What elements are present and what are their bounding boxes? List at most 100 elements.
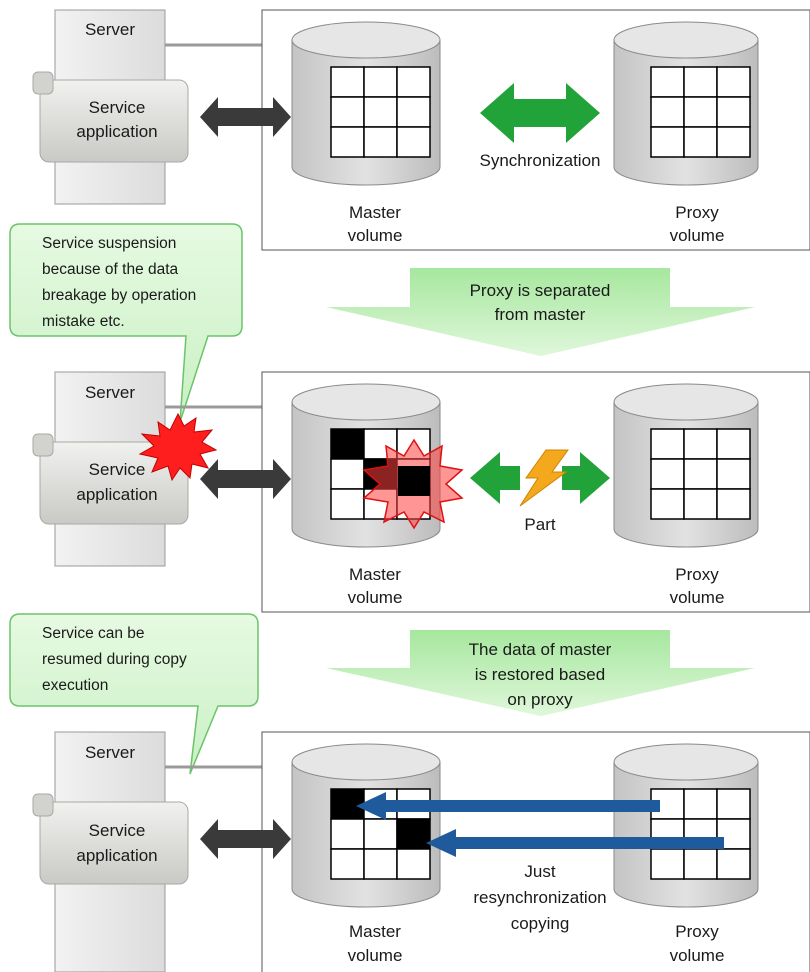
callout-1: Service suspension because of the data b…	[9, 223, 243, 423]
service-application-box: Service application	[32, 71, 189, 163]
panel-1: Server Service application Synchronizati…	[32, 9, 810, 251]
grid-cell	[716, 458, 751, 490]
grid-cell	[683, 848, 718, 880]
grid-cell	[650, 428, 685, 460]
grid-cell	[650, 66, 685, 98]
panel-3: Server Service application Just resynchr…	[32, 731, 810, 972]
step-arrow-2: The data of master is restored based on …	[326, 630, 755, 716]
copy-arrow-bottom	[426, 829, 724, 857]
panel-2: Server Service application Part Master v…	[32, 371, 810, 613]
server-label: Server	[85, 383, 135, 402]
master-volume-label-line-2: volume	[348, 946, 403, 965]
grid-cell	[716, 126, 751, 158]
grid-cell-corrupted	[330, 788, 365, 820]
io-double-arrow	[200, 819, 291, 859]
grid-cell	[716, 788, 751, 820]
master-volume-cylinder	[291, 21, 441, 186]
grid-cell	[683, 96, 718, 128]
service-tab	[32, 71, 54, 95]
copy-label-line-1: Just	[524, 862, 555, 881]
service-label-line-2: application	[76, 122, 157, 141]
callout-2-line-2: resumed during copy	[42, 651, 187, 668]
grid-cell-corrupted	[396, 818, 431, 850]
service-tab	[32, 433, 54, 457]
io-double-arrow	[200, 97, 291, 137]
step-1-line-2: from master	[495, 305, 586, 324]
grid-cell	[683, 428, 718, 460]
grid-cell	[396, 96, 431, 128]
grid-cell	[716, 428, 751, 460]
corrupted-cell	[398, 466, 430, 496]
grid-cell	[363, 126, 398, 158]
master-volume-cylinder	[291, 743, 441, 908]
master-volume-label-line-1: Master	[349, 565, 401, 584]
master-volume-label-line-2: volume	[348, 226, 403, 245]
volume-grid	[650, 788, 751, 880]
service-label-line-1: Service	[89, 98, 146, 117]
grid-cell	[650, 848, 685, 880]
callout-1-line-4: mistake etc.	[42, 313, 125, 330]
grid-cell	[330, 126, 365, 158]
proxy-volume-label-line-1: Proxy	[675, 565, 719, 584]
volume-grid	[650, 66, 751, 158]
grid-cell	[650, 458, 685, 490]
grid-cell	[330, 458, 365, 490]
grid-cell	[716, 488, 751, 520]
red-burst-icon	[138, 412, 218, 482]
service-label-line-2: application	[76, 846, 157, 865]
callout-2-line-3: execution	[42, 677, 108, 694]
grid-cell	[683, 126, 718, 158]
step-1-line-1: Proxy is separated	[470, 281, 611, 300]
grid-cell	[650, 488, 685, 520]
master-volume-label-line-1: Master	[349, 203, 401, 222]
copy-arrow-top	[356, 792, 660, 820]
grid-cell	[363, 848, 398, 880]
grid-cell	[330, 96, 365, 128]
volume-grid	[650, 428, 751, 520]
grid-cell	[396, 848, 431, 880]
grid-cell	[396, 126, 431, 158]
callout-2: Service can be resumed during copy execu…	[9, 613, 259, 775]
grid-cell	[330, 818, 365, 850]
callout-1-line-3: breakage by operation	[42, 287, 196, 304]
grid-cell	[330, 66, 365, 98]
step-2-line-1: The data of master	[469, 640, 612, 659]
lightning-icon	[519, 449, 569, 507]
grid-cell	[716, 66, 751, 98]
grid-cell	[396, 66, 431, 98]
proxy-volume-label-line-2: volume	[670, 588, 725, 607]
service-label-line-1: Service	[89, 460, 146, 479]
right-broken-arrow	[562, 452, 610, 504]
part-label: Part	[524, 515, 555, 534]
copy-label-line-2: resynchronization	[473, 888, 606, 907]
volume-grid	[330, 66, 431, 158]
step-2-line-2: is restored based	[475, 665, 605, 684]
grid-cell	[683, 66, 718, 98]
grid-cell	[716, 96, 751, 128]
grid-cell	[363, 96, 398, 128]
proxy-volume-label-line-2: volume	[670, 946, 725, 965]
callout-1-line-2: because of the data	[42, 261, 179, 278]
grid-cell	[330, 488, 365, 520]
proxy-volume-cylinder	[613, 743, 759, 908]
proxy-volume-label-line-1: Proxy	[675, 203, 719, 222]
grid-cell	[650, 126, 685, 158]
grid-cell	[683, 788, 718, 820]
grid-cell	[363, 66, 398, 98]
server-label: Server	[85, 20, 135, 39]
left-broken-arrow	[470, 452, 520, 504]
proxy-volume-cylinder	[613, 383, 759, 548]
callout-2-line-1: Service can be	[42, 625, 145, 642]
master-volume-label-line-1: Master	[349, 922, 401, 941]
synchronization-label: Synchronization	[480, 151, 601, 170]
step-arrow-1: Proxy is separated from master	[326, 268, 755, 356]
service-tab	[32, 793, 54, 817]
callout-1-line-1: Service suspension	[42, 235, 176, 252]
service-application-box: Service application	[32, 793, 189, 885]
volume-grid	[330, 788, 431, 880]
service-label-line-2: application	[76, 485, 157, 504]
grid-cell	[683, 488, 718, 520]
master-volume-label-line-2: volume	[348, 588, 403, 607]
synchronization-double-arrow	[480, 83, 600, 143]
